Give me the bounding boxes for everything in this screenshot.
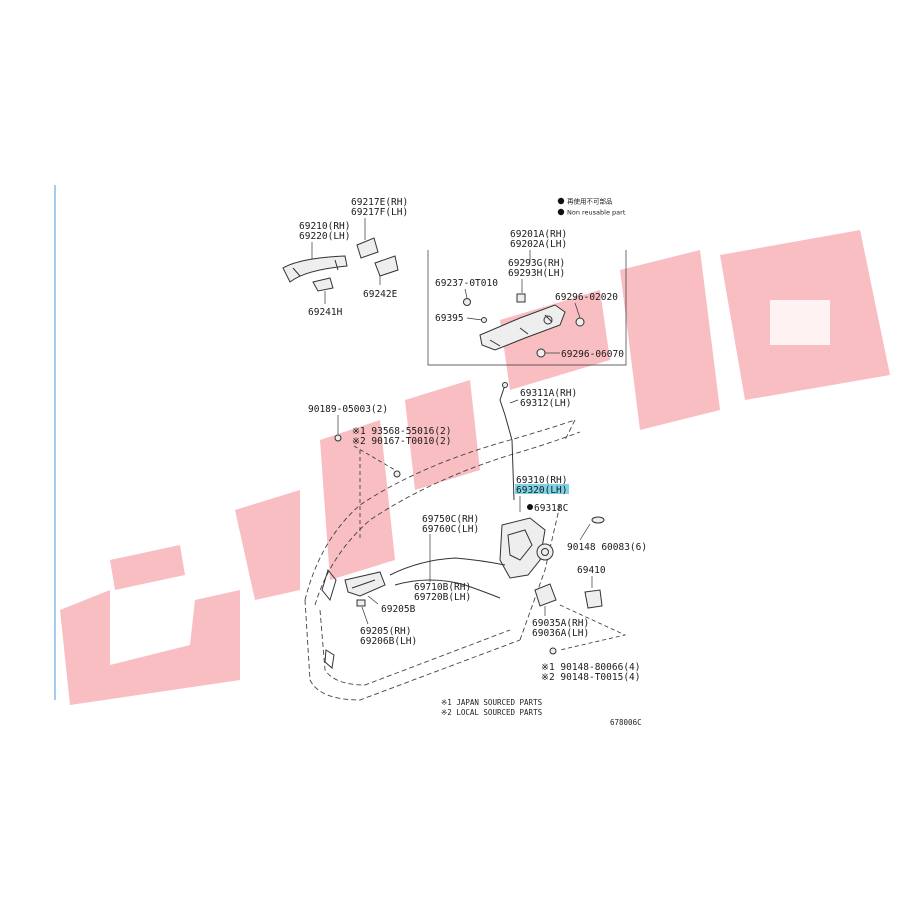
label-69202a: 69202A(LH) <box>510 239 567 250</box>
label-69217-rh: 69217E(RH) <box>351 197 408 208</box>
label-69242e: 69242E <box>363 289 398 300</box>
bolt-part <box>463 298 471 306</box>
handle-cover-part <box>356 237 379 259</box>
label-69205: 69205(RH) <box>360 626 411 637</box>
label-90148-60083: 90148 60083(6) <box>567 542 647 553</box>
label-90148-80066: ※1 90148-80066(4) <box>541 662 640 673</box>
label-69720b: 69720B(LH) <box>414 592 471 603</box>
footnote-local: ※2 LOCAL SOURCED PARTS <box>441 708 543 717</box>
label-69750c: 69750C(RH) <box>422 514 479 525</box>
label-69710b: 69710B(RH) <box>414 582 471 593</box>
label-69410: 69410 <box>577 565 606 576</box>
label-69311a: 69311A(RH) <box>520 388 577 399</box>
label-69210-rh: 69210(RH) <box>299 221 350 232</box>
label-69296-02020: 69296-02020 <box>555 292 618 303</box>
handle-cap-part <box>374 255 399 277</box>
label-69217-lh: 69217F(LH) <box>351 207 408 218</box>
label-69205b: 69205B <box>381 604 416 615</box>
legend: 再使用不可部品 Non reusable part <box>557 197 626 217</box>
door-lock-part <box>499 517 546 579</box>
label-69201a: 69201A(RH) <box>510 229 567 240</box>
label-69036a: 69036A(LH) <box>532 628 589 639</box>
screw-part <box>575 317 585 327</box>
label-69312: 69312(LH) <box>520 398 571 409</box>
lock-striker-part <box>536 543 554 561</box>
label-90189: 90189-05003(2) <box>308 404 388 415</box>
label-69206b: 69206B(LH) <box>360 636 417 647</box>
label-69760c: 69760C(LH) <box>422 524 479 535</box>
highlight-69320 <box>515 484 569 494</box>
non-reusable-dot-icon <box>557 208 565 216</box>
reusable-dot-icon <box>557 197 565 205</box>
label-69220-lh: 69220(LH) <box>299 231 350 242</box>
cable-upper-part <box>389 557 506 576</box>
label-69237: 69237-0T010 <box>435 278 498 289</box>
label-93568: ※1 93568-55016(2) <box>352 426 451 437</box>
door-outline <box>304 419 581 701</box>
label-69296-06070: 69296-06070 <box>561 349 624 360</box>
label-69241h: 69241H <box>308 307 343 318</box>
handle-frame-part <box>479 304 566 351</box>
lock-rod-part <box>499 384 515 501</box>
label-69318c: 69318C <box>534 503 568 514</box>
handle-pad-part <box>312 277 334 292</box>
label-69293h: 69293H(LH) <box>508 268 565 279</box>
non-reusable-marker-icon <box>527 504 533 510</box>
frame-box <box>427 250 627 366</box>
clip-part <box>516 293 526 303</box>
label-90148-t0015: ※2 90148-T0015(4) <box>541 672 640 683</box>
footnote-japan: ※1 JAPAN SOURCED PARTS <box>441 698 543 707</box>
door-check-part <box>534 583 557 607</box>
label-69310: 69310(RH) <box>516 475 567 486</box>
label-90167: ※2 90167-T0010(2) <box>352 436 451 447</box>
label-69320: 69320(LH) <box>516 485 567 496</box>
cable-lower-part <box>394 579 501 599</box>
latch-part <box>584 589 603 609</box>
legend-non-reusable: Non reusable part <box>567 209 626 217</box>
watermark-logo <box>60 230 890 705</box>
label-69035a: 69035A(RH) <box>532 618 589 629</box>
diagram-code: 678006C <box>610 718 642 727</box>
legend-reusable: 再使用不可部品 <box>567 197 613 206</box>
label-69293g: 69293G(RH) <box>508 258 565 269</box>
label-69395: 69395 <box>435 313 464 324</box>
